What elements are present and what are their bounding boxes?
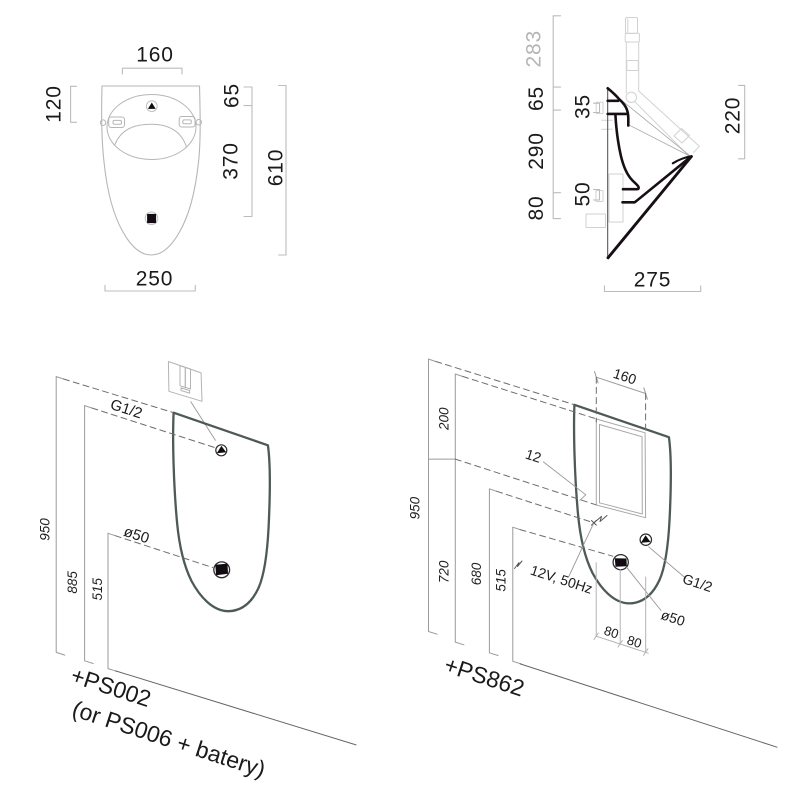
svg-text:290: 290 [525,132,548,169]
svg-text:515: 515 [493,569,508,592]
svg-text:80: 80 [602,623,620,642]
svg-text:12V, 50Hz: 12V, 50Hz [529,562,595,597]
svg-text:G1/2: G1/2 [108,396,144,422]
svg-text:120: 120 [43,85,66,122]
svg-text:35: 35 [572,94,595,119]
svg-text:610: 610 [265,149,288,186]
svg-text:G1/2: G1/2 [681,570,715,595]
svg-text:80: 80 [525,196,548,221]
svg-text:160: 160 [136,44,173,67]
svg-text:12: 12 [524,446,544,466]
svg-text:515: 515 [90,577,105,600]
svg-text:80: 80 [625,632,643,651]
svg-text:275: 275 [634,269,671,292]
svg-text:160: 160 [611,365,638,388]
svg-text:+PS862: +PS862 [441,651,527,701]
svg-text:283: 283 [523,30,546,67]
svg-text:950: 950 [38,518,53,541]
svg-text:50: 50 [572,182,595,207]
svg-text:220: 220 [722,97,745,134]
svg-text:885: 885 [65,571,80,594]
svg-text:370: 370 [220,142,243,179]
svg-text:ø50: ø50 [659,606,687,629]
svg-text:680: 680 [469,562,484,585]
svg-text:950: 950 [407,496,422,519]
svg-text:250: 250 [136,268,173,291]
svg-text:65: 65 [221,83,244,108]
svg-text:200: 200 [436,407,451,431]
svg-text:720: 720 [436,560,451,583]
svg-text:65: 65 [525,86,548,111]
svg-text:ø50: ø50 [121,523,151,547]
